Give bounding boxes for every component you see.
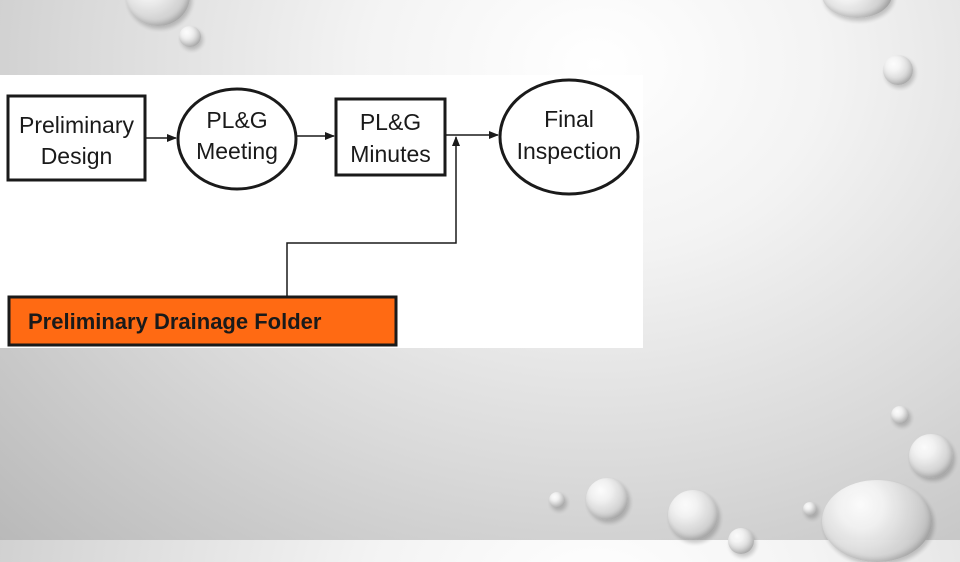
folder-box [7,295,398,347]
node-label: PL&G [360,109,421,135]
node-label: Final [544,106,594,132]
node-label: Meeting [196,138,278,164]
water-drop [891,406,909,424]
node-label: Minutes [350,141,431,167]
node-preliminary-drainage-folder: Preliminary Drainage Folder [7,295,398,347]
water-drop [822,480,932,562]
node-label: Design [41,143,113,169]
node-label: PL&G [206,107,267,133]
node-preliminary-design: Preliminary Design [6,94,147,182]
water-drop [822,0,892,18]
arrow-folder-to-flow [286,136,460,297]
folder-label: Preliminary Drainage Folder [28,309,322,334]
node-plg-meeting: PL&G Meeting [176,87,298,191]
flowchart-panel: Preliminary Design PL&G Meeting PL&G Min… [0,75,643,348]
flowchart: Preliminary Design PL&G Meeting PL&G Min… [6,78,640,347]
water-drop [126,0,190,26]
water-drop [179,26,201,47]
water-drop [909,434,953,478]
water-drop [668,490,718,540]
water-drop [883,55,913,85]
node-label: Inspection [517,138,622,164]
node-final-inspection: Final Inspection [498,78,640,196]
node-plg-minutes: PL&G Minutes [334,97,447,177]
water-drop [586,478,628,520]
water-drop [803,502,817,516]
water-drop [549,492,565,508]
water-drop [728,528,754,554]
node-label: Preliminary [19,112,135,138]
